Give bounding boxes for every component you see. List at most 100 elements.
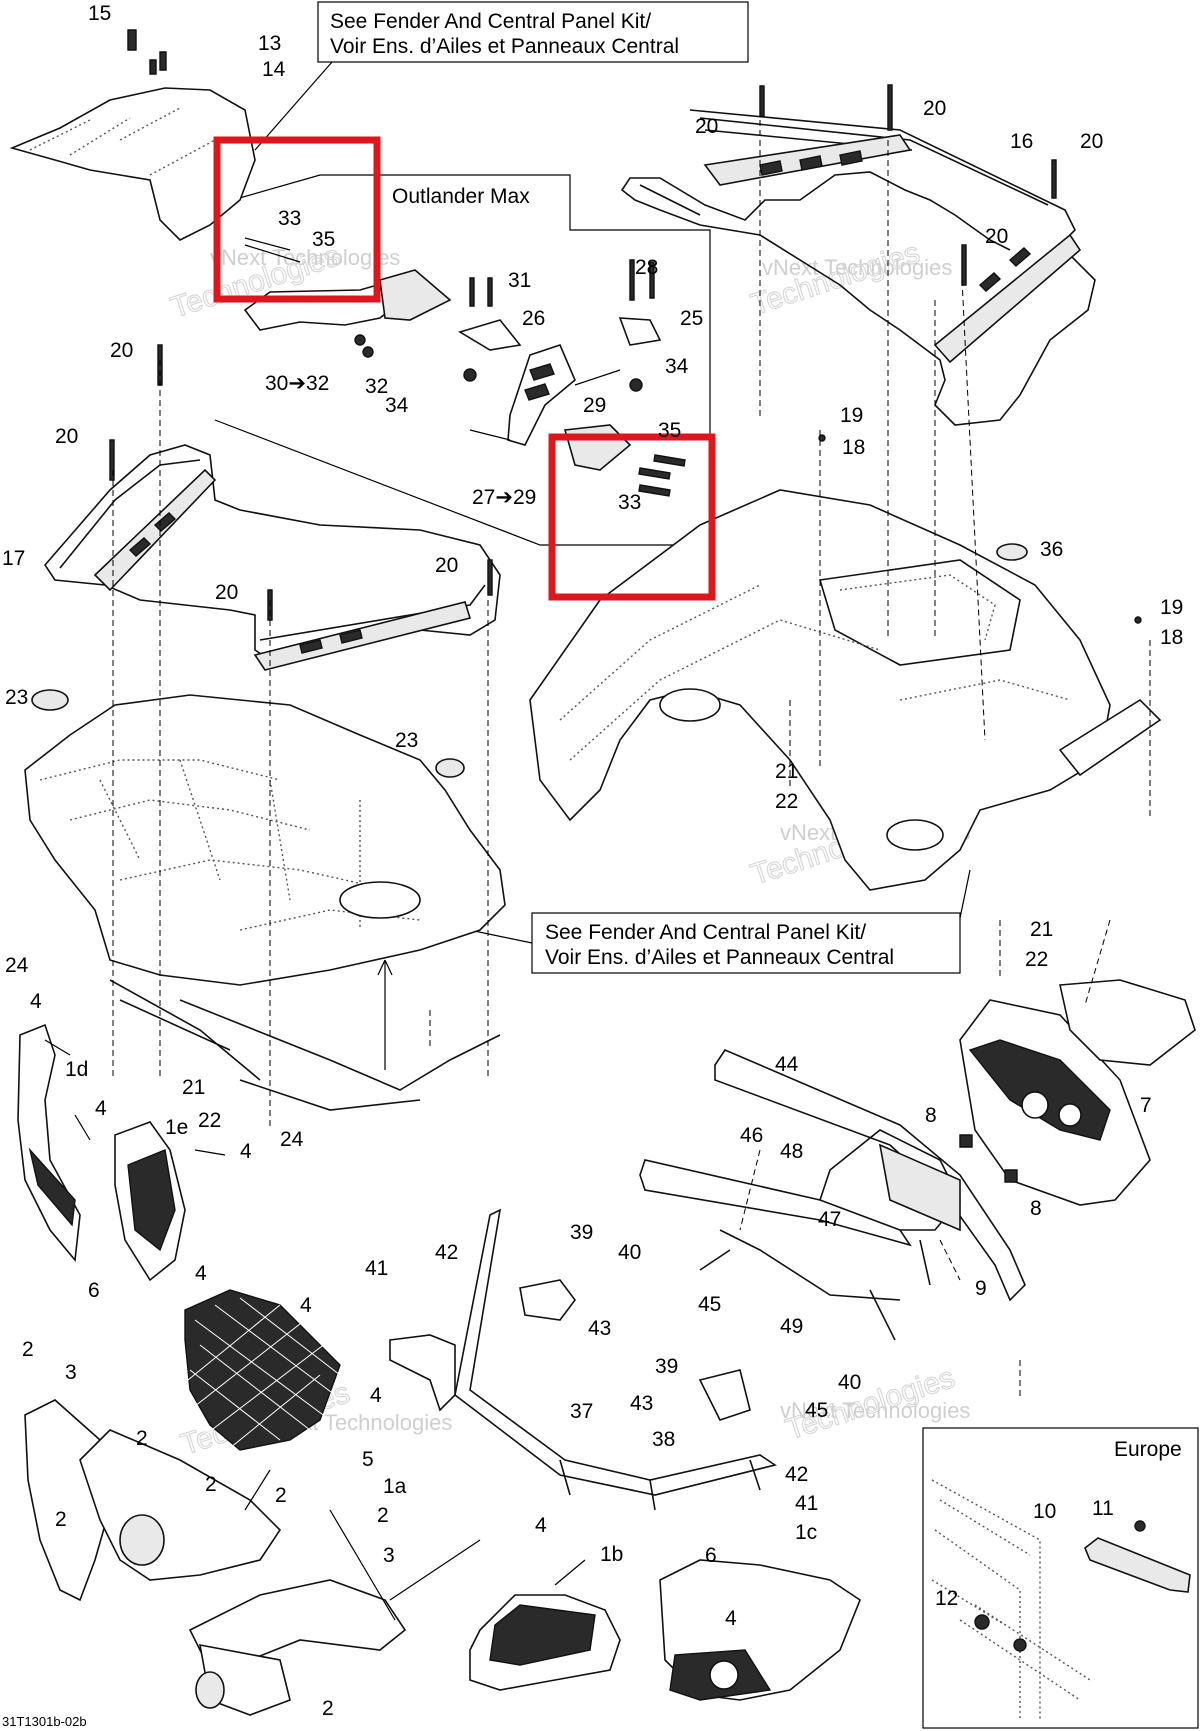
part-number-label: 21 bbox=[775, 760, 798, 783]
part-number-label: 25 bbox=[680, 307, 703, 330]
part-number-label: 1c bbox=[795, 1521, 817, 1544]
part-number-label: 19 bbox=[1160, 596, 1183, 619]
tube-37 bbox=[454, 1208, 777, 1496]
callout-frame bbox=[214, 174, 711, 546]
part-number-label: 13 bbox=[258, 32, 281, 55]
handle-mount bbox=[563, 424, 632, 471]
part-number-label: 12 bbox=[935, 1587, 958, 1610]
leader-line bbox=[959, 869, 971, 919]
fasteners bbox=[127, 29, 167, 75]
front-body-panel bbox=[24, 689, 506, 1111]
part-number-label: 22 bbox=[775, 790, 798, 813]
license-bracket bbox=[1084, 1537, 1191, 1593]
part-number-label: 23 bbox=[5, 686, 28, 709]
nut bbox=[1013, 1638, 1027, 1652]
cup-holder bbox=[886, 819, 944, 851]
part-number-label: 30➔32 bbox=[265, 372, 329, 395]
cup-holder bbox=[339, 881, 421, 919]
part-number-label: 38 bbox=[652, 1428, 675, 1451]
part-number-label: 3 bbox=[65, 1361, 77, 1384]
part-number-label: 42 bbox=[435, 1241, 458, 1264]
part-number-label: 20 bbox=[435, 554, 458, 577]
part-number-label: 22 bbox=[198, 1109, 221, 1132]
bracket-40 bbox=[519, 1279, 576, 1321]
rack-plate bbox=[933, 233, 1082, 364]
part-number-label: 41 bbox=[365, 1257, 388, 1280]
part-number-label: 18 bbox=[842, 436, 865, 459]
part-number-label: 6 bbox=[705, 1544, 717, 1567]
frame-plate bbox=[878, 1143, 961, 1232]
part-number-label: 35 bbox=[312, 228, 335, 251]
note-fender-kit-mid: See Fender And Central Panel Kit/ Voir E… bbox=[459, 869, 971, 974]
rack-plate bbox=[93, 468, 217, 592]
part-number-label: 20 bbox=[55, 425, 78, 448]
part-number-label: 47 bbox=[818, 1208, 841, 1231]
watermark: vNext Technologies bbox=[780, 1398, 970, 1423]
part-number-label: 31 bbox=[508, 269, 531, 292]
part-number-label: 20 bbox=[110, 339, 133, 362]
part-number-label: 10 bbox=[1033, 1500, 1056, 1523]
part-number-label: 4 bbox=[370, 1384, 382, 1407]
part-number-label: 2 bbox=[205, 1473, 217, 1496]
note-line: Voir Ens. d’Ailes et Panneaux Central bbox=[330, 35, 679, 58]
bumper-light bbox=[119, 1514, 165, 1566]
part-number-label: 4 bbox=[30, 990, 42, 1013]
part-number-label: 33 bbox=[618, 491, 641, 514]
part-number-label: 44 bbox=[775, 1053, 799, 1076]
bracket-38 bbox=[698, 1369, 751, 1421]
part-number-label: 20 bbox=[1080, 130, 1103, 153]
part-number-label: 21 bbox=[182, 1076, 205, 1099]
europe-frame-drawing bbox=[931, 1479, 1191, 1720]
plug bbox=[31, 689, 69, 711]
part-number-label: 7 bbox=[1140, 1094, 1152, 1117]
outlander-max-title: Outlander Max bbox=[392, 185, 530, 208]
grommet bbox=[996, 543, 1028, 561]
part-number-label: 17 bbox=[2, 547, 25, 570]
part-number-label: 21 bbox=[1030, 918, 1053, 941]
outlander-max-callout: Outlander Max bbox=[214, 174, 711, 546]
highlight-boxes bbox=[213, 136, 716, 601]
part-number-label: 39 bbox=[570, 1221, 593, 1244]
part-number-label: 20 bbox=[215, 581, 238, 604]
part-number-label: 4 bbox=[725, 1607, 737, 1630]
part-number-label: 4 bbox=[300, 1294, 312, 1317]
part-number-label: 8 bbox=[925, 1104, 937, 1127]
part-number-label: 4 bbox=[240, 1140, 252, 1163]
part-number-label: 32 bbox=[365, 375, 388, 398]
part-number-label: 34 bbox=[665, 355, 689, 378]
note-line: See Fender And Central Panel Kit/ bbox=[545, 921, 866, 944]
part-number-label: 20 bbox=[923, 97, 946, 120]
bumper-front bbox=[79, 1429, 282, 1581]
part-number-label: 2 bbox=[322, 1697, 334, 1720]
part-number-label: 35 bbox=[658, 419, 681, 442]
part-number-label: 2 bbox=[377, 1504, 389, 1527]
part-number-label: 36 bbox=[1040, 538, 1063, 561]
bracket bbox=[458, 319, 522, 351]
note-line: See Fender And Central Panel Kit/ bbox=[330, 10, 651, 33]
plug bbox=[435, 758, 465, 778]
frame-tubes bbox=[389, 979, 1196, 1511]
front-fender-top bbox=[9, 29, 256, 241]
part-number-label: 4 bbox=[95, 1097, 107, 1120]
rack-plate bbox=[253, 601, 472, 671]
note-fender-kit-top: See Fender And Central Panel Kit/ Voir E… bbox=[254, 1, 749, 151]
part-number-label: 4 bbox=[195, 1262, 207, 1285]
headlamp bbox=[1059, 979, 1196, 1066]
part-number-label: 1a bbox=[383, 1475, 407, 1498]
tube-44 bbox=[714, 1049, 1026, 1302]
part-number-label: 18 bbox=[1160, 626, 1183, 649]
part-number-label: 40 bbox=[838, 1371, 861, 1394]
side-reflector bbox=[1058, 698, 1162, 777]
bolts bbox=[759, 84, 1057, 286]
part-number-label: 46 bbox=[740, 1124, 763, 1147]
part-number-label: 39 bbox=[655, 1355, 678, 1378]
part-number-label: 6 bbox=[88, 1279, 100, 1302]
highlight-box bbox=[548, 433, 716, 601]
part-number-label: 40 bbox=[618, 1241, 641, 1264]
front-fascia-parts bbox=[17, 1023, 861, 1716]
part-number-label: 1e bbox=[165, 1116, 188, 1139]
screw bbox=[1134, 1520, 1146, 1532]
nut bbox=[974, 1614, 990, 1630]
